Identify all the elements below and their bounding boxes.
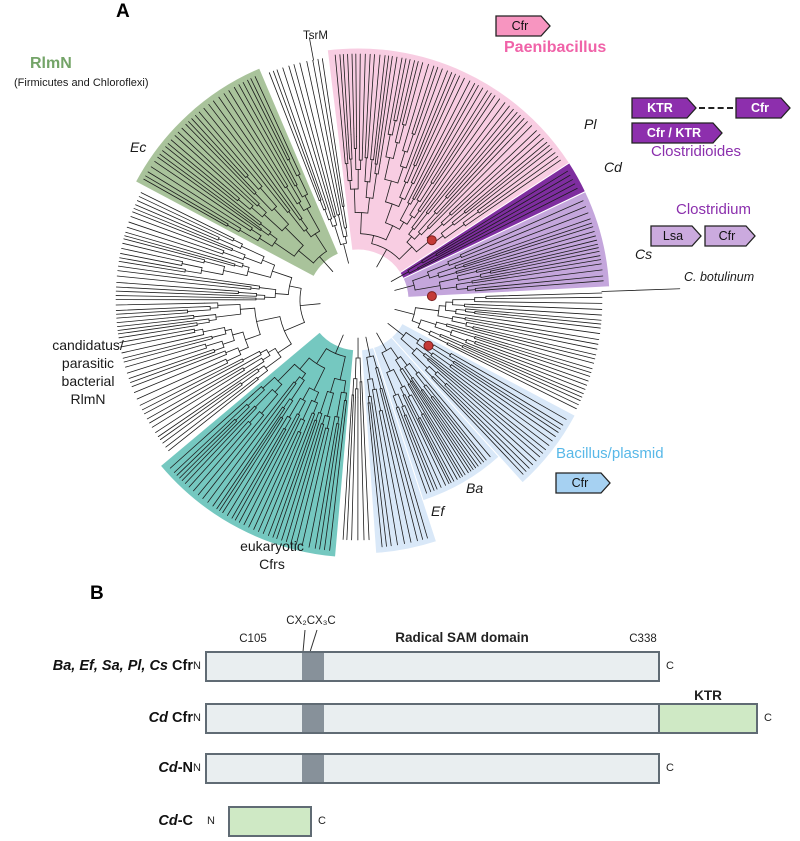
tsrm-tip-label: TsrM [303, 30, 328, 42]
ktr-domain-box [658, 703, 758, 734]
gene-arrow-label: Cfr [572, 476, 589, 490]
rlmn-clade-subtitle: (Firmicutes and Chloroflexi) [14, 77, 149, 89]
gene-gap-dashes [699, 107, 733, 109]
ba-tip-label: Ba [466, 480, 484, 496]
radical-sam-domain-bar [205, 703, 660, 734]
cysteine-motif-segment [302, 653, 324, 680]
gene-arrow-shape [631, 122, 723, 144]
gene-arrow-label: Cfr [751, 101, 769, 115]
panel-a-label: A [116, 1, 130, 22]
eukaryotic-line: eukaryotic [240, 538, 304, 554]
n-terminus-label: N [207, 815, 215, 827]
gene-arrow-label: Lsa [663, 229, 683, 243]
construct-label-cd-n: Cd-N [0, 760, 193, 776]
construct-species: Cd [148, 710, 169, 726]
gene-arrow-shape [495, 15, 551, 37]
eukaryotic-cfrs-label: eukaryotic Cfrs [240, 537, 304, 573]
construct-label-cd-cfr: Cd Cfr [0, 710, 193, 726]
candidatus-line: bacterial [61, 373, 115, 389]
rlmn-clade-title: RlmN [30, 55, 72, 72]
eukaryotic-line: Cfrs [259, 556, 285, 572]
construct-species: Cd [158, 813, 178, 829]
panel-b-label: B [90, 583, 104, 604]
gene-arrow-shape [631, 97, 697, 119]
construct-species: Cd [158, 760, 178, 776]
cd-tip-label: Cd [604, 159, 622, 175]
construct-label-cd-c: Cd-C [0, 813, 193, 829]
gene-arrow-label: Cfr / KTR [647, 126, 701, 140]
c-terminus-label: C [764, 712, 772, 724]
construct-species: Ba, Ef, Sa, Pl, Cs [52, 658, 169, 674]
gene-arrow-shape [555, 472, 611, 494]
gene-arrow-shape [735, 97, 791, 119]
candidatus-line: candidatus/ [52, 337, 124, 353]
n-terminus-label: N [193, 712, 201, 724]
construct-label-full-cfr: Ba, Ef, Sa, Pl, Cs Cfr [0, 658, 193, 674]
construct-name: Cfr [168, 658, 193, 674]
construct-name: Cfr [168, 710, 193, 726]
candidatus-line: RlmN [70, 391, 106, 407]
cfr-gene-arrow-clostridium: Cfr [704, 225, 756, 247]
ktr-annotation: KTR [694, 688, 722, 703]
c-botulinum-tip-label: C. botulinum [684, 270, 755, 284]
cfr-ktr-fusion-gene-arrow: Cfr / KTR [631, 122, 723, 144]
gene-arrow-label: KTR [647, 101, 673, 115]
cfr-gene-arrow-clostridioides: Cfr [735, 97, 791, 119]
radical-sam-domain-bar [205, 651, 660, 682]
construct-name: -C [177, 813, 193, 829]
candidatus-clade-label: candidatus/ parasitic bacterial RlmN [52, 336, 124, 408]
ktr-gene-arrow: KTR [631, 97, 697, 119]
lsa-gene-arrow: Lsa [650, 225, 702, 247]
c-terminus-label: C [318, 815, 326, 827]
cfr-gene-arrow-bacillus: Cfr [555, 472, 611, 494]
phylogenetic-tree [115, 38, 681, 558]
ec-tip-label: Ec [130, 139, 147, 155]
construct-name: -N [177, 760, 193, 776]
ktr-domain-box [228, 806, 312, 837]
clostridioides-clade-title: Clostridioides [651, 143, 742, 160]
cysteine-motif-segment [302, 705, 324, 732]
pl-tip-label: Pl [584, 116, 597, 132]
cx-motif-pointer-lines [302, 629, 318, 653]
radical-sam-domain-bar [205, 753, 660, 784]
cx-motif-annotation: CX₂CX₃C [286, 615, 336, 627]
paenibacillus-clade-title: Paenibacillus [504, 39, 607, 56]
bacillus-plasmid-clade-title: Bacillus/plasmid [556, 445, 664, 462]
c105-annotation: C105 [239, 633, 267, 645]
cs-tip-label: Cs [635, 246, 653, 262]
clostridium-clade-title: Clostridium [676, 201, 752, 218]
radical-sam-annotation: Radical SAM domain [395, 630, 529, 645]
c338-annotation: C338 [629, 633, 657, 645]
n-terminus-label: N [193, 660, 201, 672]
gene-arrow-label: Cfr [512, 19, 529, 33]
gene-arrow-shape [704, 225, 756, 247]
n-terminus-label: N [193, 762, 201, 774]
gene-arrow-label: Cfr [719, 229, 736, 243]
cysteine-motif-segment [302, 755, 324, 782]
ef-tip-label: Ef [431, 503, 445, 519]
c-terminus-label: C [666, 762, 674, 774]
c-terminus-label: C [666, 660, 674, 672]
cfr-gene-arrow-paenibacillus: Cfr [495, 15, 551, 37]
gene-arrow-shape [650, 225, 702, 247]
candidatus-line: parasitic [61, 355, 115, 371]
